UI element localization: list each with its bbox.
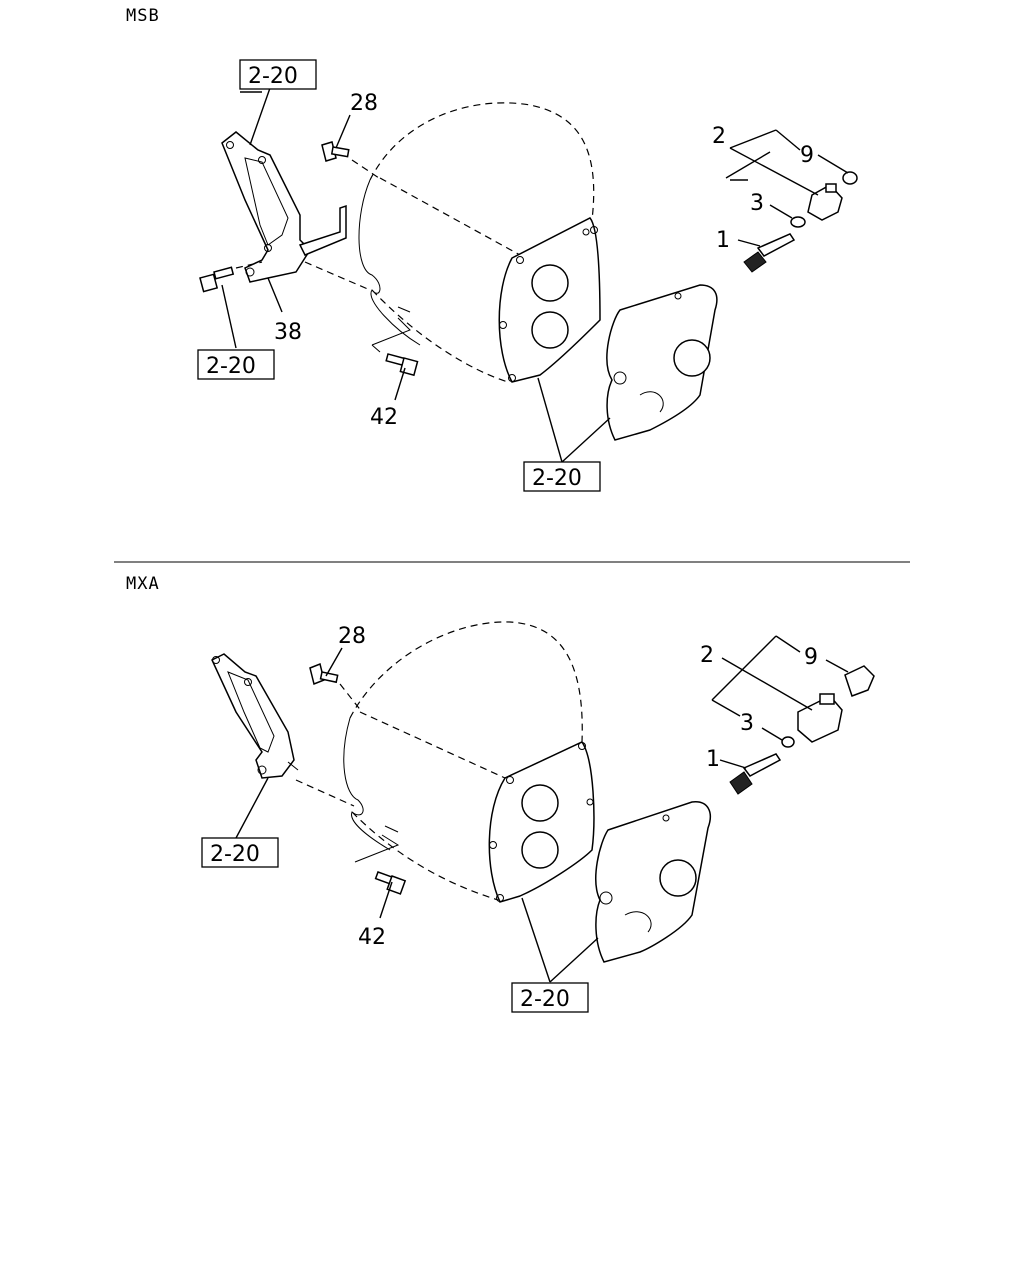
mxa-bracket-part (211, 653, 299, 779)
callout-42: 42 (358, 925, 386, 950)
msb-ref-box-left[interactable]: 2-20 (197, 349, 275, 380)
ref-label: 2-20 (206, 354, 256, 379)
callout-1: 1 (716, 228, 730, 253)
mxa-ref-box-bottom[interactable]: 2-20 (511, 982, 589, 1013)
mxa-bolt-28 (309, 662, 363, 713)
mxa-leader-lines (235, 635, 849, 983)
msb-ref-box-top[interactable]: 2-20 (239, 59, 317, 90)
mxa-transmission-housing (343, 621, 595, 903)
msb-gasket-plate (606, 284, 718, 441)
callout-38: 38 (274, 320, 302, 345)
msb-speedo-assembly (743, 171, 858, 273)
msb-section: 2-20 2-20 2-20 28 38 42 2 9 3 1 (197, 59, 858, 492)
msb-transmission-housing (358, 102, 601, 383)
callout-2: 2 (712, 124, 726, 149)
msb-bolt-left (199, 261, 263, 293)
callout-42: 42 (370, 405, 398, 430)
ref-label: 2-20 (210, 842, 260, 867)
mxa-bolt-42 (354, 834, 407, 895)
msb-leader-lines (221, 87, 849, 463)
callout-3: 3 (750, 191, 764, 216)
section-label-mxa: MXA (126, 574, 160, 594)
callout-9: 9 (800, 143, 814, 168)
ref-label: 2-20 (248, 64, 298, 89)
msb-bolt-28 (321, 141, 383, 181)
mxa-ref-box-left[interactable]: 2-20 (201, 837, 279, 868)
callout-3: 3 (740, 711, 754, 736)
mxa-gasket-plate (595, 801, 712, 963)
msb-bracket-part (221, 131, 347, 283)
section-label-msb: MSB (126, 6, 160, 26)
callout-2: 2 (700, 643, 714, 668)
callout-28: 28 (350, 91, 378, 116)
msb-ref-box-bottom[interactable]: 2-20 (523, 461, 601, 492)
callout-1: 1 (706, 747, 720, 772)
ref-label: 2-20 (520, 987, 570, 1012)
callout-9: 9 (804, 645, 818, 670)
callout-28: 28 (338, 624, 366, 649)
ref-label: 2-20 (532, 466, 582, 491)
mxa-section: 2-20 2-20 28 42 2 9 3 1 (201, 621, 875, 1013)
